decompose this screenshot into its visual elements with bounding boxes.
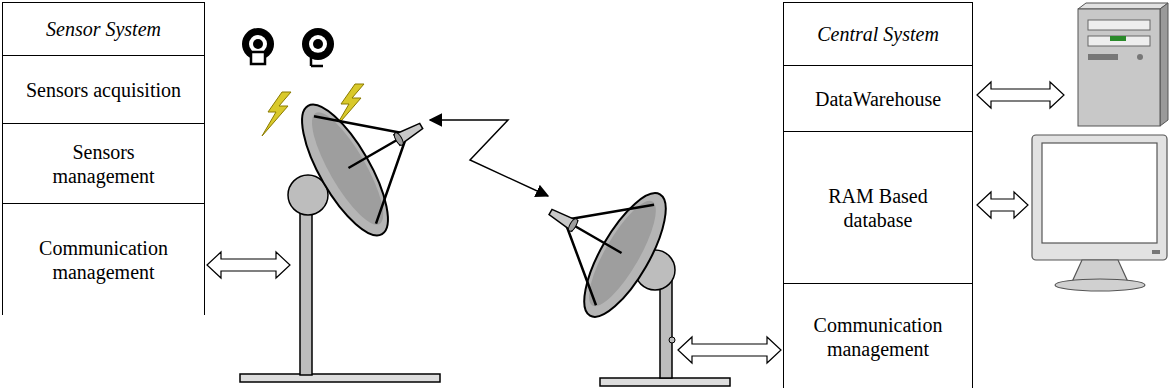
module-label: DataWarehouse: [815, 87, 941, 111]
tower-top: [1078, 3, 1168, 9]
module-label: Communication management: [796, 313, 961, 361]
dish-base: [600, 378, 730, 386]
double-arrow: [977, 192, 1028, 218]
drive-bay: [1088, 20, 1150, 30]
disk-slot: [1088, 54, 1118, 60]
sensor-core: [253, 39, 263, 49]
module-cell: DataWarehouse: [784, 65, 972, 131]
sensor-icon: [302, 28, 334, 66]
sensor-icon: [242, 28, 274, 64]
radio-link: [430, 120, 548, 196]
module-cell: Sensors management: [3, 123, 204, 203]
monitor-bezel: [1032, 135, 1167, 260]
text-area: Communication management: [3, 204, 204, 316]
monitor-screen: [1042, 143, 1157, 243]
text-area: DataWarehouse: [784, 66, 972, 131]
dish-reflector: [569, 182, 681, 327]
double-arrow: [678, 337, 781, 363]
sensor-core: [313, 39, 323, 49]
sensor-ring: [249, 35, 267, 53]
system-box: Central SystemDataWarehouseRAM Based dat…: [783, 2, 973, 388]
computer-tower: [1078, 3, 1168, 126]
module-label: Communication management: [21, 236, 186, 284]
heading-area: Sensor System: [3, 3, 204, 55]
module-cell: Communication management: [3, 203, 204, 316]
module-label: Sensors management: [36, 140, 171, 188]
tower-side: [1160, 3, 1168, 126]
dish-base: [240, 374, 440, 382]
power-button: [1137, 54, 1143, 60]
dish-knob: [669, 337, 675, 343]
satellite-dish: [240, 62, 458, 382]
dish-pole: [300, 195, 312, 375]
text-area: Sensors management: [3, 124, 204, 203]
sensor-ring: [309, 35, 327, 53]
system-heading: Central System: [817, 22, 939, 46]
sensor-body: [311, 54, 323, 66]
system-heading: Sensor System: [46, 17, 161, 41]
tower-front: [1078, 9, 1160, 126]
system-box: Sensor SystemSensors acquisitionSensors …: [2, 2, 205, 315]
lightning-bolt: [262, 92, 291, 136]
monitor: [1032, 135, 1167, 291]
text-area: RAM Based database: [784, 132, 972, 283]
dish-feed: [393, 131, 405, 146]
dish-strut: [314, 80, 438, 223]
monitor-button: [1152, 250, 1160, 254]
module-cell: Sensors acquisition: [3, 55, 204, 123]
module-label: Sensors acquisition: [26, 78, 181, 102]
dish-strut: [535, 170, 654, 305]
module-cell: Communication management: [784, 283, 972, 389]
dish-feed: [567, 217, 579, 232]
monitor-foot: [1055, 279, 1145, 291]
drive-bay: [1088, 36, 1150, 46]
text-area: Sensors acquisition: [3, 56, 204, 123]
heading-area: Central System: [784, 3, 972, 65]
power-led: [1110, 36, 1126, 41]
text-area: Communication management: [784, 284, 972, 389]
sensor-body: [251, 52, 265, 64]
dish-reflector: [286, 93, 403, 246]
double-arrow: [207, 252, 290, 278]
module-cell: RAM Based database: [784, 131, 972, 283]
double-arrow: [977, 82, 1064, 108]
module-label: RAM Based database: [811, 184, 946, 232]
